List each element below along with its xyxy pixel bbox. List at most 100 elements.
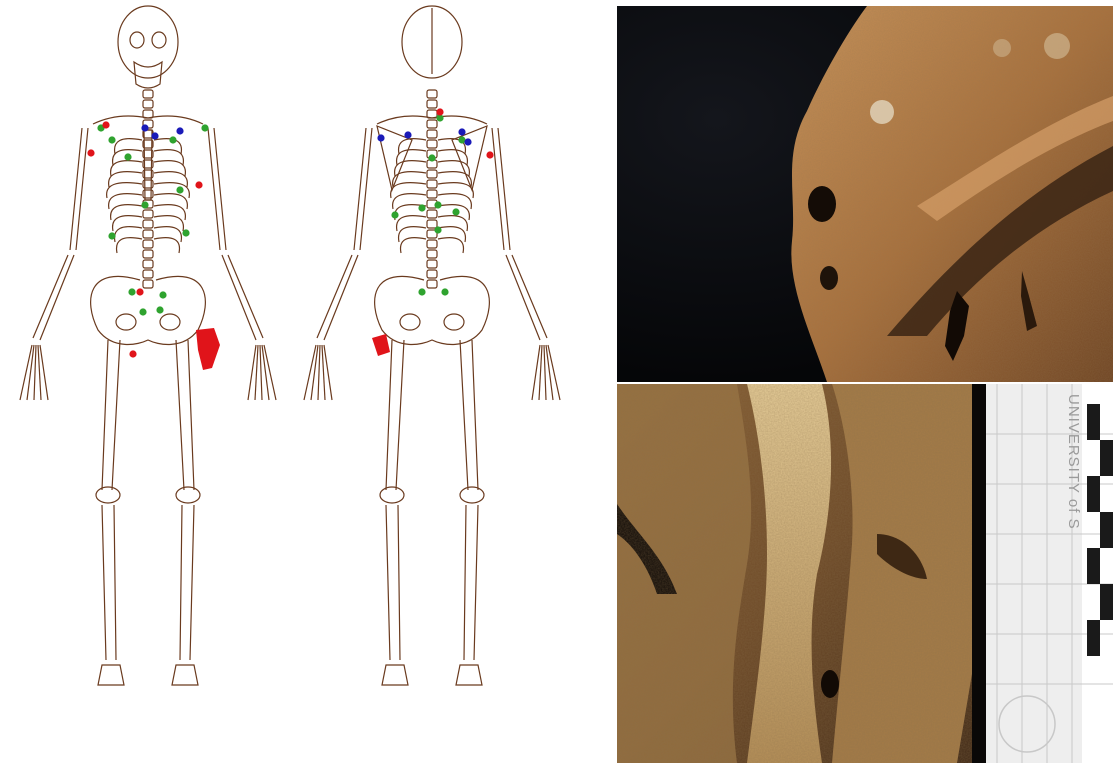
- lesion-hole: [821, 670, 839, 698]
- scale-ruler: UNIVERSITY of S: [986, 384, 1113, 763]
- finger: [248, 345, 256, 400]
- femur: [176, 340, 194, 490]
- green-lesion-marker: [428, 154, 435, 161]
- red-lesion-marker: [195, 181, 202, 188]
- vertebra: [427, 140, 437, 148]
- tibia: [464, 505, 478, 660]
- eye-socket: [152, 32, 166, 48]
- femur: [460, 340, 478, 490]
- finger: [255, 345, 258, 400]
- green-lesion-marker: [182, 229, 189, 236]
- green-lesion-marker: [418, 204, 425, 211]
- eye-socket: [130, 32, 144, 48]
- finger: [322, 345, 325, 400]
- blue-lesion-marker: [464, 138, 471, 145]
- vertebra: [427, 100, 437, 108]
- rib: [438, 238, 463, 253]
- scale-label: UNIVERSITY of S: [1065, 394, 1082, 530]
- green-lesion-marker: [128, 288, 135, 295]
- green-lesion-marker: [418, 288, 425, 295]
- foot: [172, 665, 198, 685]
- lesion-hole: [808, 186, 836, 222]
- blue-lesion-marker: [141, 124, 148, 131]
- skeleton-diagram-panel: [0, 0, 610, 763]
- blue-lesion-marker: [404, 131, 411, 138]
- bone-light-spot: [993, 39, 1011, 57]
- blue-lesion-marker: [176, 127, 183, 134]
- humerus: [70, 128, 88, 250]
- red-lesion-marker: [87, 149, 94, 156]
- rib: [438, 183, 473, 198]
- vertebra: [143, 90, 153, 98]
- vertebra: [143, 280, 153, 288]
- finger: [539, 345, 542, 400]
- red-lesion-area: [196, 328, 220, 370]
- vertebra: [427, 240, 437, 248]
- vertebra: [143, 230, 153, 238]
- rib: [111, 205, 142, 220]
- rib: [438, 227, 465, 242]
- finger: [40, 345, 48, 400]
- rib: [438, 216, 467, 231]
- pelvis: [91, 276, 206, 344]
- green-lesion-marker: [141, 201, 148, 208]
- vertebra: [143, 210, 153, 218]
- rib: [154, 205, 185, 220]
- green-lesion-marker: [434, 226, 441, 233]
- vertebra-texture: [617, 384, 987, 763]
- green-lesion-marker: [139, 308, 146, 315]
- obturator: [400, 314, 420, 330]
- green-lesion-marker: [169, 136, 176, 143]
- vertebra: [143, 260, 153, 268]
- green-lesion-marker: [159, 291, 166, 298]
- bone-photo-bottom: UNIVERSITY of S: [617, 384, 1113, 763]
- green-lesion-marker: [452, 208, 459, 215]
- finger: [38, 345, 41, 400]
- finger: [318, 345, 320, 400]
- bone-photo-top: [617, 6, 1113, 382]
- blue-lesion-marker: [458, 128, 465, 135]
- vertebra: [427, 130, 437, 138]
- humerus: [492, 128, 510, 250]
- skeleton-diagrams: [0, 0, 610, 763]
- rib: [154, 183, 189, 198]
- vertebra: [427, 210, 437, 218]
- jaw: [134, 62, 162, 88]
- green-lesion-marker: [156, 306, 163, 313]
- vertebra: [427, 190, 437, 198]
- knee: [380, 487, 404, 503]
- vertebra: [427, 120, 437, 128]
- green-lesion-marker: [124, 153, 131, 160]
- rib: [438, 194, 471, 209]
- vertebra: [143, 220, 153, 228]
- green-lesion-marker: [108, 136, 115, 143]
- tibia: [386, 505, 400, 660]
- vertebra: [143, 270, 153, 278]
- finger: [260, 345, 262, 400]
- green-lesion-marker: [391, 211, 398, 218]
- vertebra: [427, 220, 437, 228]
- rib: [401, 238, 426, 253]
- red-lesion-marker: [102, 121, 109, 128]
- pelvis: [375, 276, 490, 344]
- foot: [98, 665, 124, 685]
- vertebra: [427, 180, 437, 188]
- vertebra: [427, 270, 437, 278]
- green-lesion-marker: [441, 288, 448, 295]
- bone-light-spot: [1044, 33, 1070, 59]
- rib: [115, 227, 142, 242]
- green-lesion-marker: [201, 124, 208, 131]
- forearm: [222, 255, 263, 340]
- rib: [109, 194, 142, 209]
- rib: [113, 216, 142, 231]
- red-lesion-area: [372, 334, 390, 356]
- rib: [397, 216, 426, 231]
- lesion-hole: [820, 266, 838, 290]
- knee: [96, 487, 120, 503]
- finger: [544, 345, 546, 400]
- blue-lesion-marker: [151, 132, 158, 139]
- rib: [154, 216, 183, 231]
- red-lesion-marker: [136, 288, 143, 295]
- vertebra: [143, 100, 153, 108]
- red-lesion-marker: [486, 151, 493, 158]
